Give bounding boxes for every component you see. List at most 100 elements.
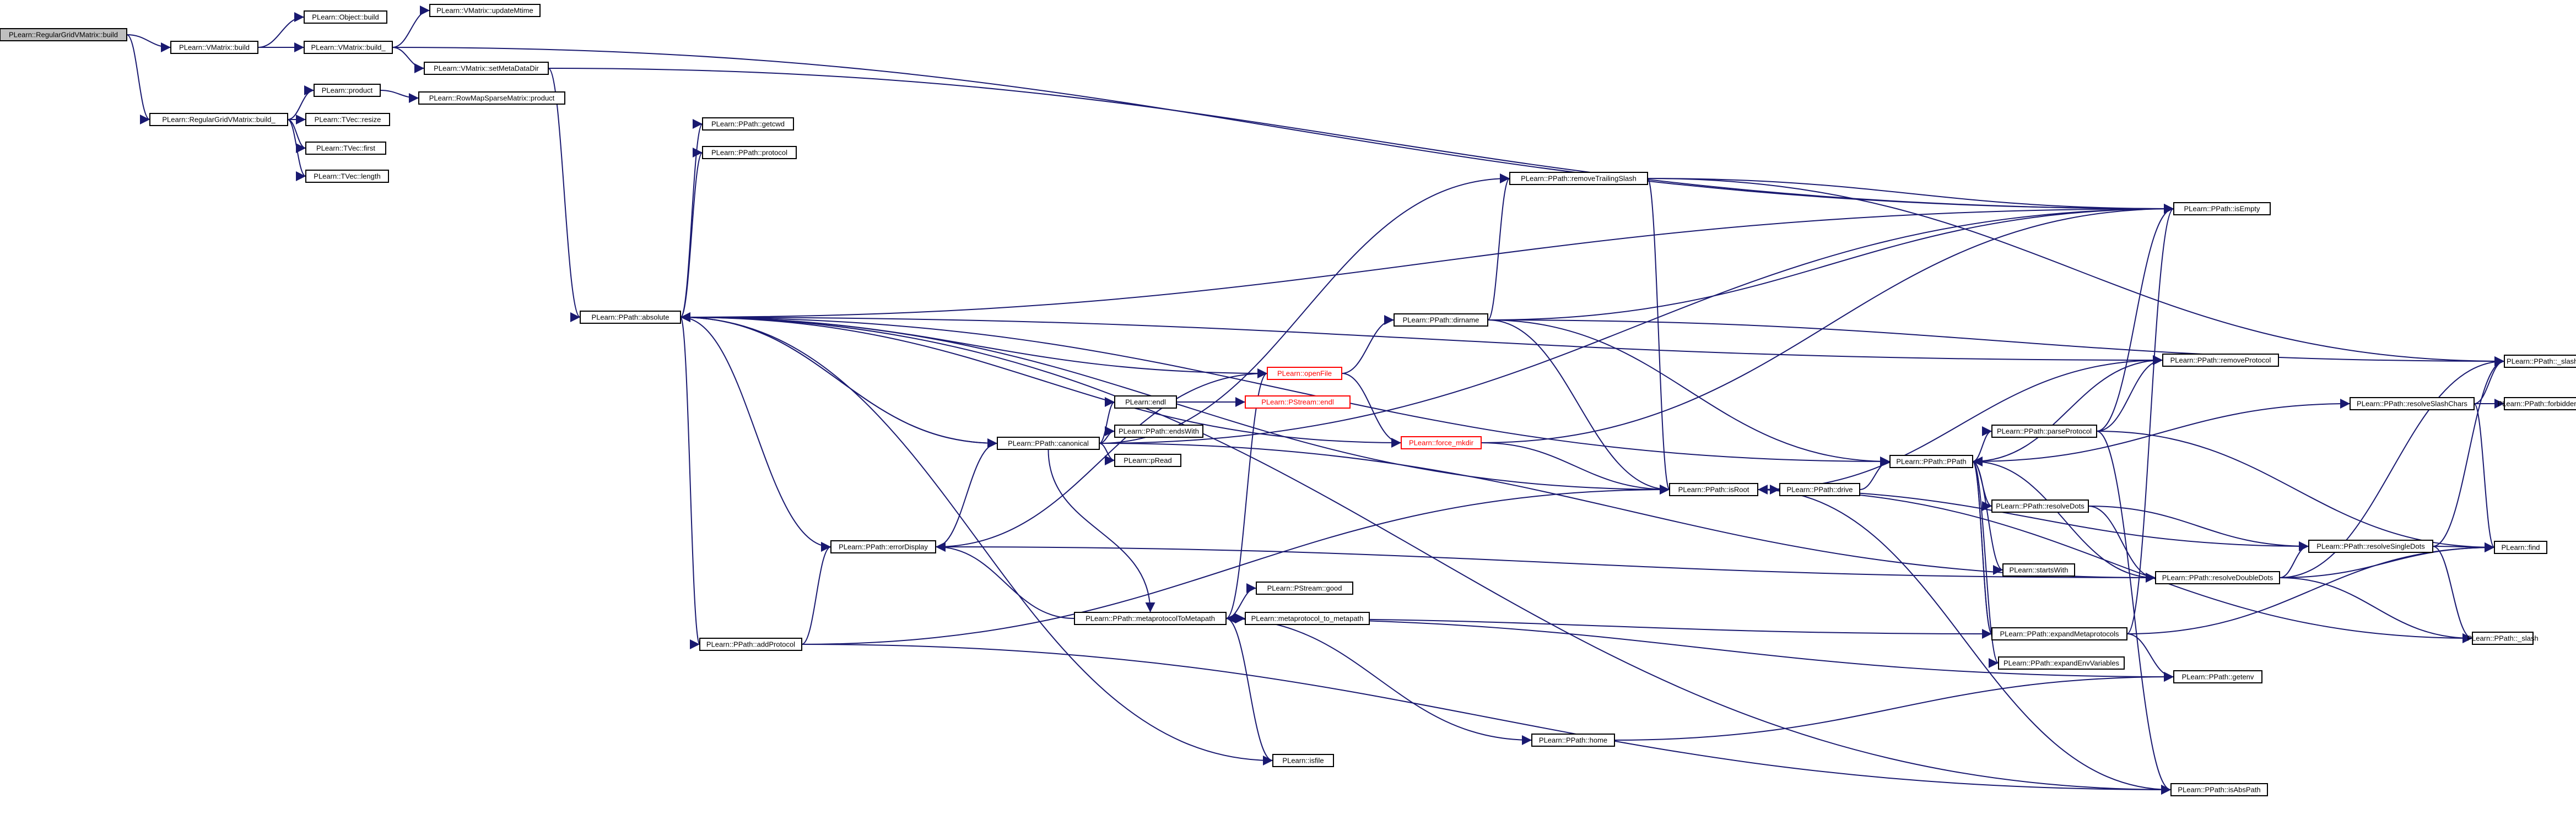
edge-root-to-rgbuild_ [126, 34, 150, 124]
edge-forcemkdir-to-isroot [1481, 442, 1670, 495]
edge-canonical-to-isempty [1099, 204, 2174, 444]
node-box [2350, 397, 2475, 410]
node-rowmapsparse[interactable]: PLearn::RowMapSparseMatrix::product [418, 91, 565, 105]
node-errordisplay[interactable]: PLearn::PPath::errorDisplay [830, 540, 936, 553]
node-resolveslash[interactable]: PLearn::PPath::resolveSlashChars [2350, 397, 2475, 410]
node-box [702, 146, 797, 159]
edge-resolvedouble-to-resolvesingle [2279, 541, 2309, 578]
node-isempty[interactable]: PLearn::PPath::isEmpty [2173, 202, 2271, 215]
node-label: PLearn::force_mkdir [1409, 439, 1474, 447]
node-tvecresize[interactable]: PLearn::TVec::resize [305, 113, 390, 126]
node-label: PLearn::PPath::removeTrailingSlash [1521, 175, 1637, 183]
node-label: PLearn::PPath::addProtocol [706, 640, 795, 649]
node-metaprotocol_to[interactable]: PLearn::metaprotocol_to_metapath [1245, 612, 1370, 625]
node-box [2504, 355, 2576, 368]
edge-ppath-to-expandenv [1972, 461, 1999, 668]
node-removetrailing[interactable]: PLearn::PPath::removeTrailingSlash [1509, 172, 1648, 185]
node-ppath[interactable]: PLearn::PPath::PPath [1889, 455, 1973, 468]
node-slashchar[interactable]: PLearn::PPath::_slash_char [2504, 355, 2576, 368]
node-isfile[interactable]: PLearn::isfile [1272, 754, 1334, 767]
node-home[interactable]: PLearn::PPath::home [1531, 734, 1615, 747]
node-tvecfirst[interactable]: PLearn::TVec::first [305, 142, 386, 155]
node-box [1267, 367, 1342, 380]
node-drive[interactable]: PLearn::PPath::drive [1779, 483, 1860, 496]
node-box [699, 638, 802, 651]
node-pread[interactable]: PLearn::pRead [1114, 454, 1181, 467]
edge-metaprotocol-to-home [1225, 618, 1532, 745]
node-box [305, 170, 389, 183]
node-endswith[interactable]: PLearn::PPath::endsWith [1114, 425, 1203, 438]
node-label: PLearn::PPath::metaprotocolToMetapath [1086, 615, 1215, 623]
node-label: PLearn::PPath::forbidden_chars [2497, 400, 2576, 408]
node-vmbuild[interactable]: PLearn::VMatrix::build [170, 41, 258, 54]
edge-resolvedouble-to-find [2279, 542, 2495, 578]
edge-absolute-to-isabspath [680, 317, 2172, 795]
edge-parseprotocol-to-isempty [2096, 204, 2174, 432]
node-setmetadatadir[interactable]: PLearn::VMatrix::setMetaDataDir [424, 62, 549, 75]
node-endl[interactable]: PLearn::endl [1114, 395, 1177, 409]
node-isabspath[interactable]: PLearn::PPath::isAbsPath [2170, 783, 2268, 796]
edge-dirname-to-removetrailing [1487, 173, 1510, 321]
node-label: PLearn::VMatrix::build_ [311, 44, 386, 52]
node-product[interactable]: PLearn::product [314, 84, 381, 97]
edge-expandmeta-to-ppath [1972, 457, 1992, 634]
node-rgbuild_[interactable]: PLearn::RegularGridVMatrix::build_ [149, 113, 288, 126]
edge-absolute-to-protocol [680, 148, 703, 318]
node-resolvedouble[interactable]: PLearn::PPath::resolveDoubleDots [2155, 571, 2280, 584]
edge-dirname-to-isempty [1487, 204, 2174, 321]
node-vmbuild_[interactable]: PLearn::VMatrix::build_ [304, 41, 393, 54]
edge-canonical-to-absolute [680, 312, 998, 444]
node-box [1401, 436, 1482, 449]
node-expandenv[interactable]: PLearn::PPath::expandEnvVariables [1998, 656, 2125, 670]
edge-metaprotocol-to-errordisplay [935, 542, 1075, 619]
edge-resolvedouble-to-slash [2279, 577, 2473, 643]
node-box [1509, 172, 1648, 185]
node-label: PLearn::PPath::canonical [1008, 439, 1089, 448]
node-protocol[interactable]: PLearn::PPath::protocol [702, 146, 797, 159]
node-label: PLearn::startsWith [2010, 566, 2069, 574]
node-objbuild[interactable]: PLearn::Object::build [304, 10, 387, 24]
node-box [580, 311, 681, 324]
node-label: PLearn::metaprotocol_to_metapath [1251, 615, 1364, 623]
node-box [1998, 656, 2125, 670]
node-label: PLearn::PPath::parseProtocol [1997, 427, 2092, 436]
node-find[interactable]: PLearn::find [2494, 541, 2547, 554]
node-label: PLearn::openFile [1277, 370, 1332, 378]
node-label: PLearn::PPath::expandEnvVariables [2003, 659, 2120, 667]
node-removeprotocol[interactable]: PLearn::PPath::removeProtocol [2162, 354, 2279, 367]
edge-resolvedots-to-resolvesingle [2088, 506, 2309, 551]
node-pstreamendl[interactable]: PLearn::PStream::endl [1245, 395, 1351, 409]
node-box [2155, 571, 2280, 584]
node-getcwd[interactable]: PLearn::PPath::getcwd [702, 117, 794, 131]
node-dirname[interactable]: PLearn::PPath::dirname [1394, 313, 1488, 327]
node-forcemkdir[interactable]: PLearn::force_mkdir [1401, 436, 1482, 449]
node-box [2504, 397, 2576, 410]
node-slash[interactable]: PLearn::PPath::_slash [2467, 632, 2539, 645]
edge-rgbuild_-to-tveclength [287, 119, 306, 181]
node-absolute[interactable]: PLearn::PPath::absolute [580, 311, 681, 324]
node-pstreamgood[interactable]: PLearn::PStream::good [1256, 582, 1353, 595]
node-forbidden[interactable]: PLearn::PPath::forbidden_chars [2497, 397, 2576, 410]
node-tveclength[interactable]: PLearn::TVec::length [305, 170, 389, 183]
node-label: PLearn::RegularGridVMatrix::build [9, 31, 118, 39]
node-parseprotocol[interactable]: PLearn::PPath::parseProtocol [1991, 425, 2097, 438]
node-openfile[interactable]: PLearn::openFile [1267, 367, 1342, 380]
node-canonical[interactable]: PLearn::PPath::canonical [997, 437, 1100, 450]
edge-absolute-to-getcwd [680, 119, 703, 318]
edge-canonical-to-resolvedouble [1099, 443, 2156, 583]
node-resolvedots[interactable]: PLearn::PPath::resolveDots [1991, 499, 2089, 513]
node-isroot[interactable]: PLearn::PPath::isRoot [1669, 483, 1758, 496]
node-startswith[interactable]: PLearn::startsWith [2002, 563, 2075, 577]
node-label: PLearn::find [2501, 544, 2540, 552]
node-addprotocol[interactable]: PLearn::PPath::addProtocol [699, 638, 802, 651]
node-expandmeta[interactable]: PLearn::PPath::expandMetaprotocols [1991, 627, 2127, 640]
edge-drive-to-ppath [1859, 457, 1891, 490]
node-resolvesingle[interactable]: PLearn::PPath::resolveSingleDots [2308, 540, 2433, 553]
node-getenv[interactable]: PLearn::PPath::getenv [2173, 670, 2262, 683]
node-metaprotocol[interactable]: PLearn::PPath::metaprotocolToMetapath [1074, 612, 1227, 625]
node-box [1991, 627, 2127, 640]
node-updatemtime[interactable]: PLearn::VMatrix::updateMtime [429, 4, 541, 17]
node-box [1256, 582, 1353, 595]
node-label: PLearn::pRead [1124, 457, 1171, 465]
